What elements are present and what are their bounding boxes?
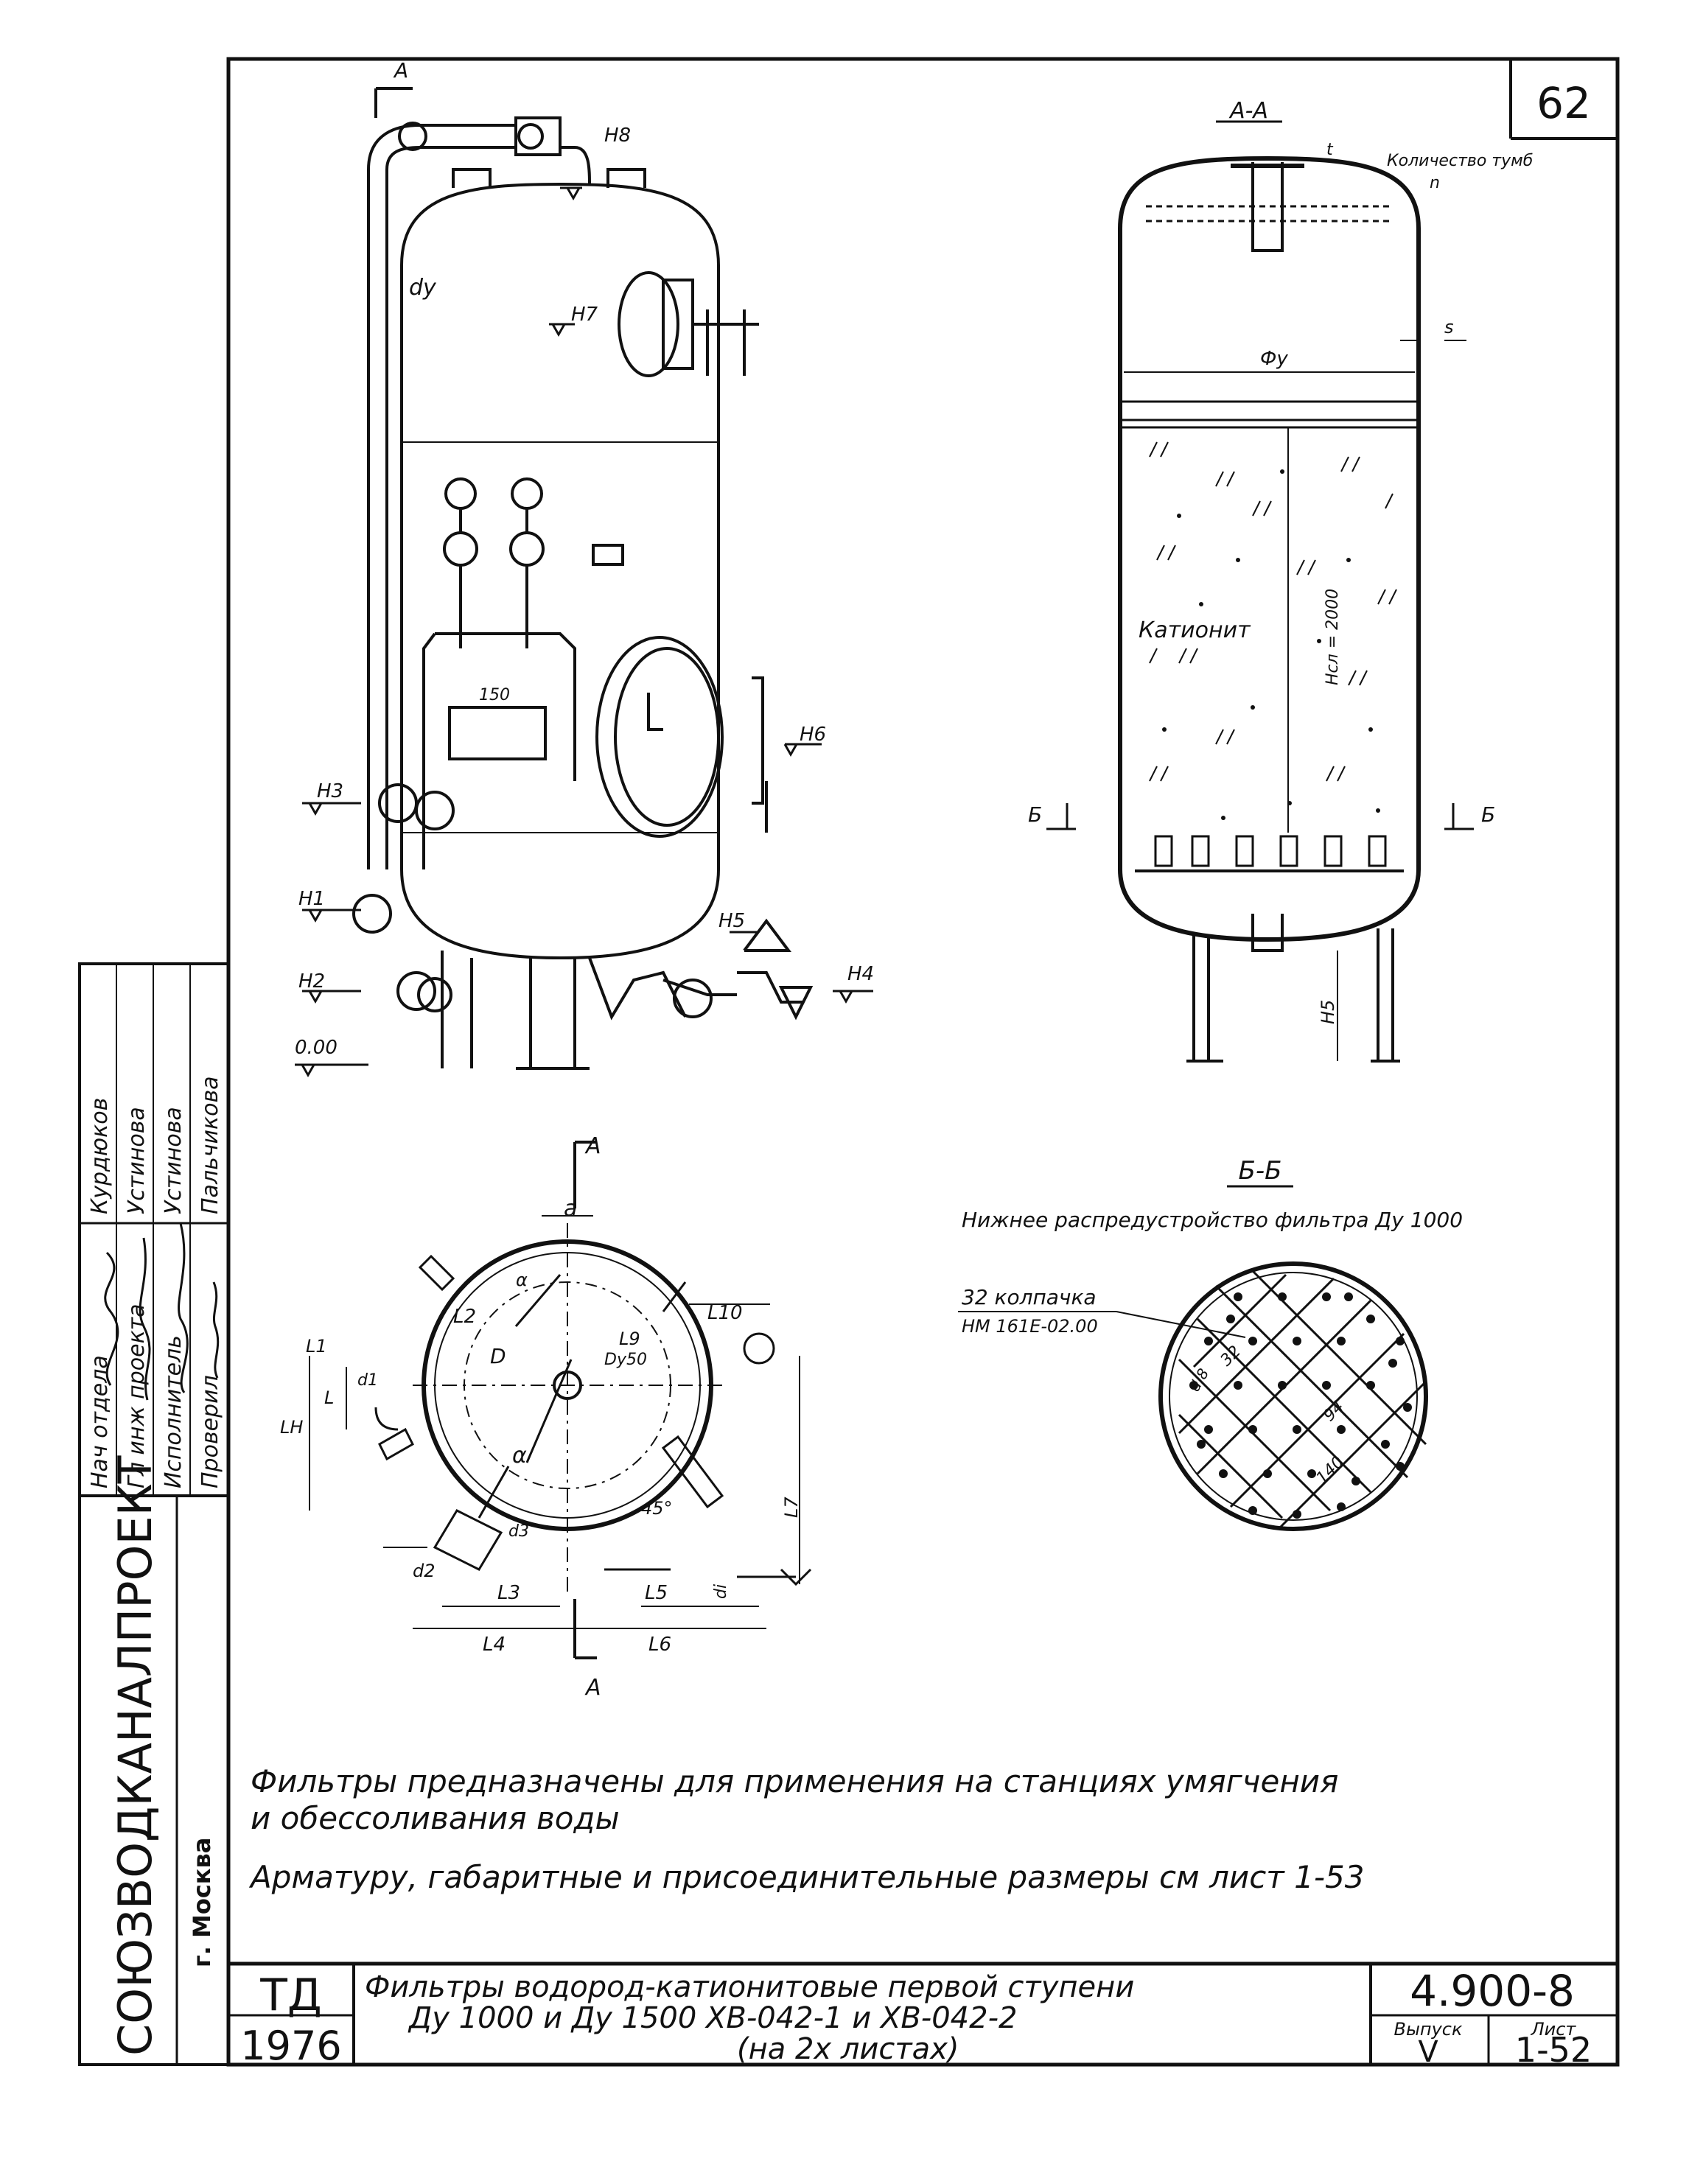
- sheet-number: 62: [1536, 78, 1591, 128]
- dim-h1: H1: [298, 888, 325, 910]
- title-line-2: Ду 1000 и Ду 1500 ХВ-042-1 и ХВ-042-2: [408, 2001, 1017, 2035]
- section-marker-a-top: А: [393, 58, 408, 83]
- plan-dim-di: di: [712, 1584, 730, 1599]
- plan-dim-d3: d3: [508, 1522, 529, 1541]
- dim-h5: H5: [718, 910, 745, 932]
- section-bb-caption: Нижнее распредустройство фильтра Ду 1000: [962, 1208, 1463, 1232]
- caps-count-label: 32 колпачка: [962, 1285, 1097, 1309]
- plan-dim-l6: L6: [648, 1634, 671, 1656]
- plan-section-a-bottom: А: [584, 1675, 601, 1701]
- stamp-role-4: Проверил: [197, 1375, 223, 1488]
- plan-dim-alpha-top: α: [516, 1270, 528, 1290]
- front-level-marks: [295, 186, 873, 1078]
- plan-dim-l5: L5: [645, 1582, 668, 1604]
- title-line-1: Фильтры водород-катионитовые первой ступ…: [365, 1970, 1134, 2004]
- dim-h2: H2: [298, 970, 325, 993]
- plan-dim-dy50: Dy50: [604, 1351, 647, 1369]
- dim-zero: 0.00: [295, 1037, 338, 1059]
- dim-phi-du: Фу: [1260, 348, 1288, 370]
- issue-label: Выпуск: [1394, 2019, 1464, 2040]
- section-marker-b-left: Б: [1028, 802, 1042, 827]
- section-bb-view: Б-Б Нижнее распредустройство фильтра Ду …: [958, 1156, 1463, 1531]
- plan-dim-l2: L2: [453, 1306, 476, 1328]
- plan-dim-l9: L9: [619, 1329, 640, 1349]
- bb-dim-140: 140: [1313, 1453, 1348, 1488]
- dim-h7: H7: [571, 304, 598, 326]
- stamp-org: СОЮЗВОДКАНАЛПРОЕКТ: [108, 1455, 162, 2056]
- sheet-value: 1-52: [1515, 2030, 1592, 2070]
- dim-h5-vertical: H5: [1318, 1000, 1338, 1024]
- front-elevation-view: [352, 87, 814, 1070]
- stamp-name-4: Пальчикова: [197, 1076, 223, 1214]
- bb-dim-32: 32: [1217, 1343, 1245, 1370]
- dim-h3: H3: [317, 780, 343, 802]
- note-line-2: и обессоливания воды: [251, 1800, 620, 1836]
- section-bb-title: Б-Б: [1239, 1156, 1282, 1186]
- plan-section-a-top: А: [584, 1133, 601, 1159]
- title-line-3: (на 2х листах): [737, 2032, 959, 2066]
- plan-nozzles: [374, 1254, 812, 1586]
- section-marker-b-right: Б: [1481, 802, 1495, 827]
- sheet-number-box: 62: [1509, 59, 1618, 140]
- stamp-signatures: [104, 1222, 220, 1401]
- stamp-role-3: Исполнитель: [161, 1335, 186, 1488]
- dim-h4: H4: [847, 963, 874, 985]
- plate-label-line1: Количество тумб: [1387, 152, 1533, 170]
- plan-dim-l: L: [324, 1387, 334, 1408]
- approval-stamp: Нач отдела Гл инж проекта Исполнитель Пр…: [78, 962, 230, 2066]
- dim-h8: H8: [604, 125, 631, 147]
- caps-code-label: НМ 161Е-02.00: [962, 1316, 1098, 1337]
- plan-dimension-lines: [309, 1215, 800, 1629]
- stamp-name-3: Устинова: [161, 1107, 186, 1214]
- dim-150: 150: [479, 686, 510, 704]
- dim-du: dу: [409, 275, 437, 301]
- issue-value: V: [1418, 2035, 1438, 2069]
- plan-dim-l10: L10: [707, 1302, 743, 1324]
- nozzle-caps: [1154, 835, 1387, 867]
- plan-dim-d2: d2: [413, 1561, 436, 1581]
- plate-label-line2: n: [1430, 174, 1440, 192]
- note-line-1: Фильтры предназначены для применения на …: [251, 1763, 1338, 1799]
- plan-view: А А a L2 L10 L9 D Dy50 L1 L LH: [280, 1133, 812, 1701]
- stamp-name-1: Курдюков: [87, 1098, 113, 1214]
- notes: Фильтры предназначены для применения на …: [248, 1763, 1364, 1895]
- stamp-role-1: Нач отдела: [87, 1355, 113, 1488]
- note-line-3: Арматуру, габаритные и присоединительные…: [248, 1859, 1364, 1895]
- sheet-label: Лист: [1531, 2019, 1577, 2040]
- bb-dim-94: 94: [1321, 1398, 1348, 1425]
- plan-dim-d: D: [490, 1344, 506, 1368]
- plan-dim-d1: d1: [357, 1371, 378, 1390]
- plan-dim-l3: L3: [497, 1582, 520, 1604]
- dim-t: t: [1326, 141, 1334, 159]
- dim-hsl: Нсл = 2000: [1323, 589, 1342, 685]
- plan-dim-alpha: α: [512, 1443, 527, 1469]
- plan-dim-lh: LH: [280, 1417, 303, 1438]
- title-year: 1976: [240, 2023, 341, 2069]
- plan-dim-l4: L4: [483, 1634, 506, 1656]
- resin-bed-dots: [1162, 469, 1380, 820]
- dim-h6: H6: [800, 724, 826, 746]
- material-label: Катионит: [1139, 617, 1251, 643]
- section-aa-title: А-А: [1228, 98, 1268, 124]
- plan-dim-l1: L1: [306, 1336, 327, 1357]
- resin-bed-hatching: [1149, 441, 1397, 782]
- plan-dim-l7: L7: [781, 1497, 802, 1518]
- stamp-role-2: Гл инж проекта: [124, 1303, 150, 1488]
- bb-caps: [1189, 1292, 1412, 1519]
- dim-s: s: [1444, 317, 1454, 337]
- document-code: 4.900-8: [1410, 1966, 1575, 2016]
- front-dimension-labels: А dу H8 H7 H6 H3 H1 H2 0.00 H5 H4 150: [295, 58, 874, 1059]
- plan-dim-a: a: [564, 1196, 577, 1222]
- title-td: ТД: [259, 1970, 322, 2021]
- stamp-name-2: Устинова: [124, 1107, 150, 1214]
- stamp-city: г. Москва: [188, 1838, 216, 1967]
- section-aa-view: А-А: [1028, 98, 1533, 1063]
- title-block: ТД 1976 Фильтры водород-катионитовые пер…: [228, 1961, 1618, 2070]
- plan-dim-45: 45°: [641, 1498, 673, 1519]
